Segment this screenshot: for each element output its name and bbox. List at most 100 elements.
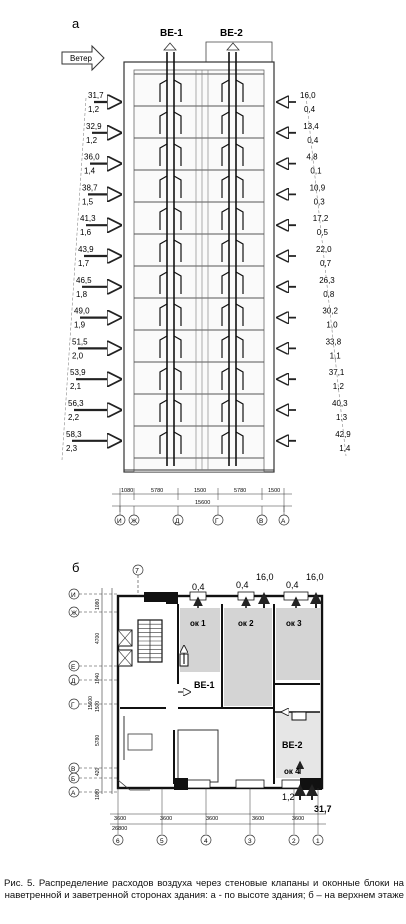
plan-dim-left-0: 1080 <box>95 599 101 610</box>
satellite-duct-be2 <box>235 367 244 390</box>
satellite-duct-be1 <box>159 175 168 198</box>
plan-axis-marker <box>112 834 124 846</box>
satellite-duct-be2 <box>235 335 244 358</box>
satellite-duct-be2 <box>221 431 230 454</box>
satellite-duct-be1 <box>159 79 168 102</box>
room-label-ok3: ок 3 <box>286 619 302 628</box>
plan-axis-marker <box>156 834 168 846</box>
satellite-duct-be1 <box>159 207 168 230</box>
satellite-duct-be1 <box>159 143 168 166</box>
plan-top-value-0: 0,4 <box>192 582 205 592</box>
room-ok3 <box>276 608 320 680</box>
plan-dim-bottom-2: 3600 <box>206 816 218 822</box>
plan-dim-left-5: 5780 <box>95 735 101 746</box>
satellite-duct-be2 <box>235 143 244 166</box>
satellite-duct-be1 <box>173 175 182 198</box>
leeward-flow: 42,9 <box>335 430 351 439</box>
satellite-duct-be2 <box>221 303 230 326</box>
plan-dim-left-7: 1080 <box>95 789 101 800</box>
leeward-flow: 22,0 <box>316 245 332 254</box>
windward-flow: 41,3 <box>80 214 96 223</box>
windward-dp: 2,3 <box>66 444 78 453</box>
plan-dim-left-3: 1500 <box>95 701 101 712</box>
satellite-duct-be2 <box>221 111 230 134</box>
windward-flow: 56,3 <box>68 399 84 408</box>
building-section <box>123 52 275 473</box>
axis-marker <box>278 514 290 526</box>
axis-marker <box>256 514 268 526</box>
dim-a-1: 5780 <box>151 488 163 494</box>
plan-axis-label: 3 <box>248 838 252 845</box>
figure-caption: Рис. 5. Распределение расходов воздуха ч… <box>4 878 404 901</box>
windward-dp: 2,2 <box>68 413 80 422</box>
windward-dp: 2,0 <box>72 351 84 360</box>
dim-a-4: 1500 <box>268 488 280 494</box>
windward-dp: 1,6 <box>80 228 92 237</box>
satellite-duct-be1 <box>173 367 182 390</box>
panel-a-label: а <box>72 16 80 31</box>
room-label-ok1: ок 1 <box>190 619 206 628</box>
leeward-flow: 30,2 <box>322 307 338 316</box>
dim-a-3: 5780 <box>234 488 246 494</box>
leeward-flow: 37,1 <box>329 368 345 377</box>
leeward-dp: 1,2 <box>333 382 345 391</box>
windward-dp: 1,4 <box>84 167 96 176</box>
plan-top-value-3: 0,4 <box>286 580 299 590</box>
satellite-duct-be2 <box>221 335 230 358</box>
satellite-duct-be2 <box>221 399 230 422</box>
plan-shaft-be1: ВЕ-1 <box>194 680 215 690</box>
satellite-duct-be2 <box>221 207 230 230</box>
leeward-flow: 26,3 <box>319 276 335 285</box>
plan-dim-left-1: 4700 <box>95 633 101 644</box>
leeward-dp: 0,7 <box>320 259 332 268</box>
windward-flow: 43,9 <box>78 245 94 254</box>
plan-axis-marker <box>244 834 256 846</box>
satellite-duct-be1 <box>173 143 182 166</box>
shaft-title-be2: ВЕ-2 <box>220 28 243 39</box>
satellite-duct-be1 <box>173 303 182 326</box>
windward-flow: 58,3 <box>66 430 82 439</box>
windward-flow: 51,5 <box>72 337 88 346</box>
leeward-flow: 40,3 <box>332 399 348 408</box>
leeward-dp: 1,3 <box>336 413 348 422</box>
dim-a-2: 1500 <box>194 488 206 494</box>
shaft-cap-be2 <box>226 42 240 51</box>
axis-label: И <box>117 518 122 525</box>
satellite-duct-be1 <box>159 111 168 134</box>
plan-axis-label: 6 <box>116 838 120 845</box>
plan-axis-label: Б <box>71 776 75 783</box>
plan-axis-marker <box>312 834 324 846</box>
leeward-dp: 0,4 <box>304 105 316 114</box>
windward-flow: 38,7 <box>82 183 98 192</box>
satellite-duct-be1 <box>159 335 168 358</box>
axis-marker <box>212 514 224 526</box>
wind-arrow: Ветер <box>61 44 105 72</box>
plan-axis-label: 2 <box>292 838 296 845</box>
plan-bottom-dimensions: 3600 3600 3600 3600 3600 26800 <box>110 813 326 832</box>
satellite-duct-be2 <box>235 239 244 262</box>
plan-dim-left-2: 1040 <box>95 673 101 684</box>
plan-shaft-be2: ВЕ-2 <box>282 740 303 750</box>
plan-top-value-2: 16,0 <box>256 572 274 582</box>
axis-label: Ж <box>131 518 137 525</box>
satellite-duct-be1 <box>173 431 182 454</box>
shaft-cap-be1 <box>163 42 177 51</box>
leeward-profile-line <box>305 95 347 457</box>
roof-outline <box>205 41 273 62</box>
satellite-duct-be2 <box>235 431 244 454</box>
axis-marker <box>172 514 184 526</box>
plan-axis-label: Д <box>71 678 76 685</box>
plan-top-axis-label: 7 <box>135 568 139 575</box>
plan-top-value-1: 0,4 <box>236 580 249 590</box>
satellite-duct-be1 <box>173 111 182 134</box>
plan-top-axis: 7 <box>132 564 144 596</box>
windward-dp: 2,1 <box>70 382 82 391</box>
dim-a-total: 15600 <box>195 500 210 506</box>
plan-dim-bottom-4: 3600 <box>292 816 304 822</box>
plan-dim-left-4: 15600 <box>88 696 94 710</box>
plan-axis-label: 4 <box>204 838 208 845</box>
leeward-dp: 1,0 <box>326 321 338 330</box>
